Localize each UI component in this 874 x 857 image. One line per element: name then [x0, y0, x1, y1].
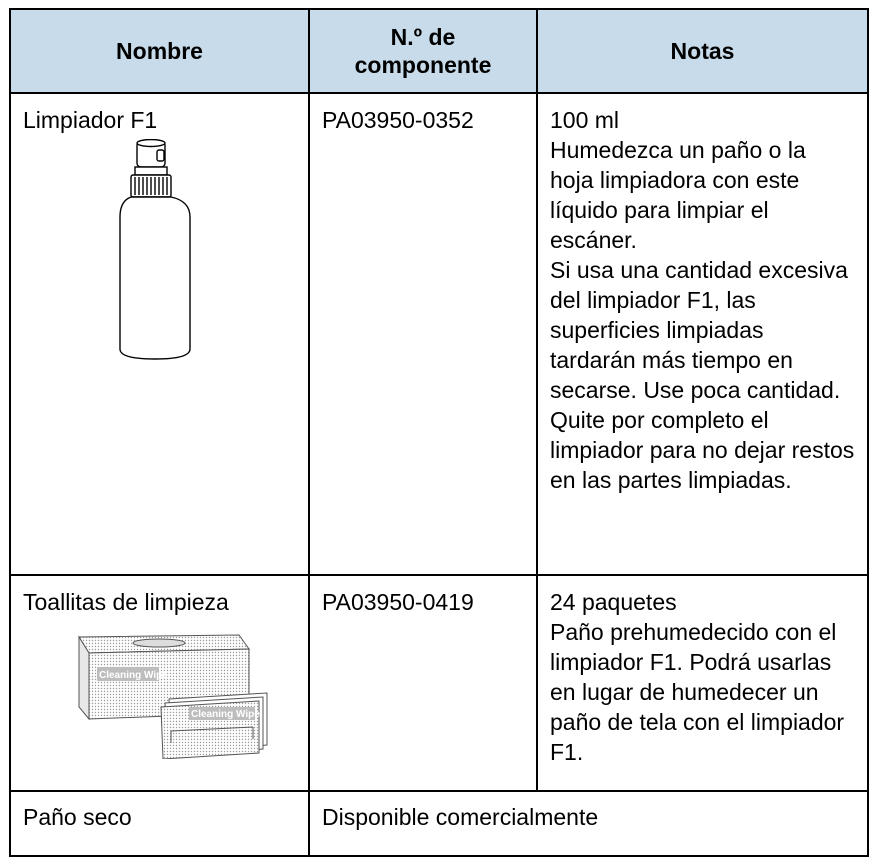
- text-line: 24 paquetes: [550, 589, 677, 615]
- row1-part-cell: PA03950-0352: [308, 92, 538, 576]
- row1-notes: 100 ml Humedezca un paño o la hoja limpia…: [550, 105, 855, 495]
- cleaning-wipes-image: Cleaning Wipe Cleaning Wipe: [78, 634, 268, 759]
- row3-availability: Disponible comercialmente: [322, 804, 599, 830]
- row3-name: Paño seco: [23, 804, 132, 830]
- table-row: Toallitas de limpieza: [9, 574, 869, 792]
- table-row: Limpiador F1: [9, 92, 869, 576]
- row1-part-number: PA03950-0352: [322, 107, 474, 133]
- text-line: componente: [354, 52, 492, 78]
- row2-name-cell: Toallitas de limpieza: [9, 574, 310, 792]
- header-notes: Notas: [536, 8, 869, 94]
- header-name: Nombre: [9, 8, 310, 94]
- row3-availability-cell: Disponible comercialmente: [308, 790, 869, 857]
- spray-bottle-image: [119, 139, 191, 360]
- table-row: Paño seco Disponible comercialmente: [9, 790, 869, 857]
- text-line: Paño prehumedecido con el limpiador F1. …: [550, 619, 845, 765]
- row2-part-number: PA03950-0419: [322, 589, 474, 615]
- text-line: Humedezca un paño o la hoja limpiadora c…: [550, 137, 806, 253]
- row1-name: Limpiador F1: [23, 107, 158, 133]
- text-line: N.º de: [390, 24, 456, 50]
- packet-label: Cleaning Wipe: [191, 709, 260, 720]
- row1-notes-cell: 100 ml Humedezca un paño o la hoja limpia…: [536, 92, 869, 576]
- row2-name: Toallitas de limpieza: [23, 589, 229, 615]
- box-label: Cleaning Wipe: [99, 670, 168, 681]
- text-line: Si usa una cantidad excesiva del limpiad…: [550, 257, 855, 493]
- row1-name-cell: Limpiador F1: [9, 92, 310, 576]
- text-line: 100 ml: [550, 107, 620, 133]
- row3-name-cell: Paño seco: [9, 790, 310, 857]
- row2-part-cell: PA03950-0419: [308, 574, 538, 792]
